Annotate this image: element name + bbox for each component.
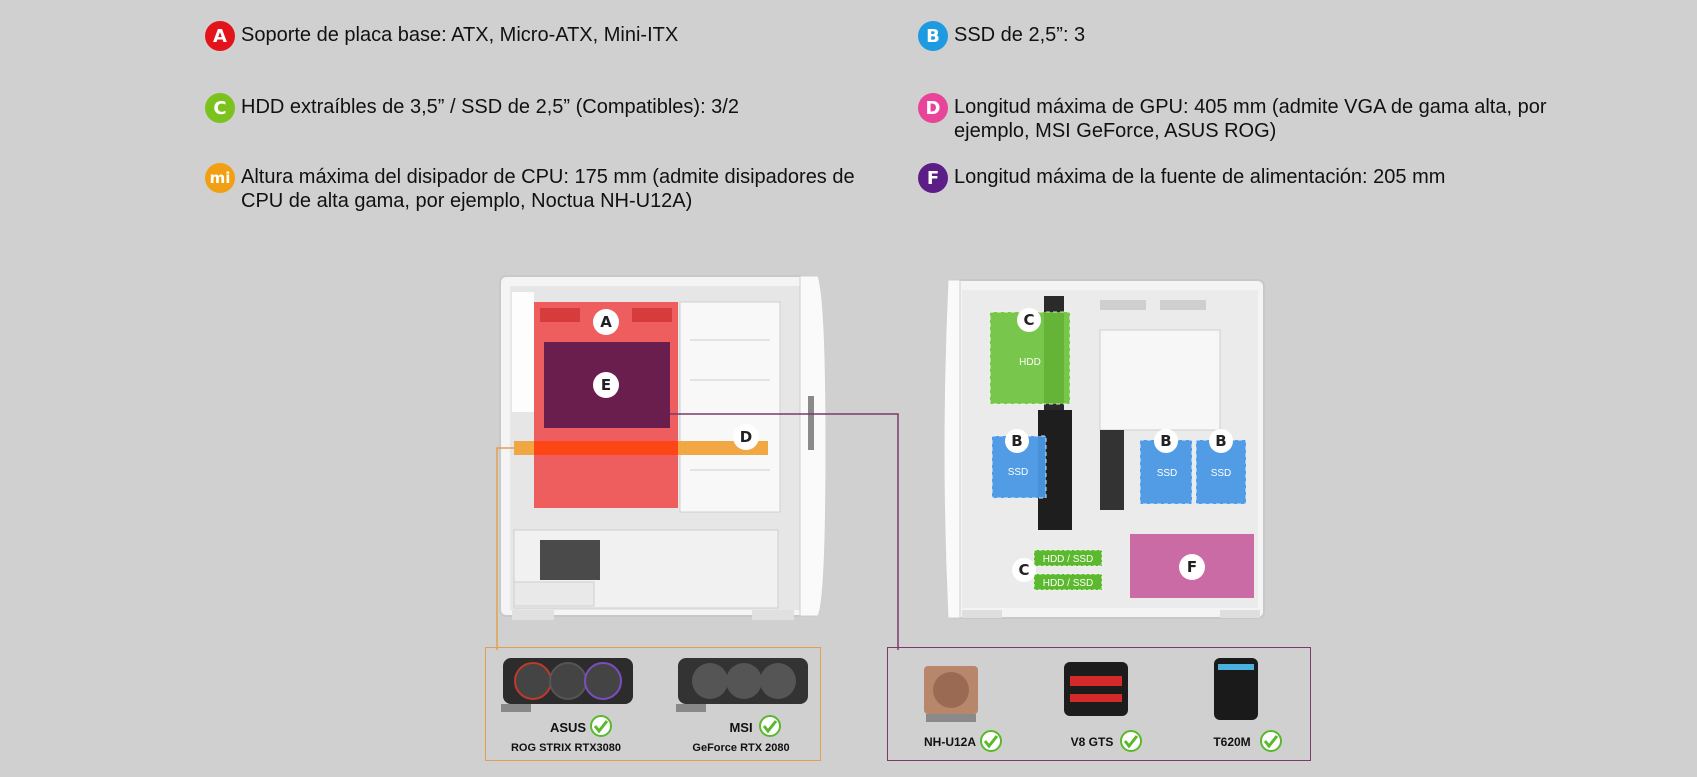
label-a: A [600,313,612,331]
spec-f-text: Longitud máxima de la fuente de alimenta… [954,166,1446,188]
msi-brand: MSI [729,720,753,735]
ssd-label-right: SSD [1211,468,1232,479]
msi-gpu-image [676,658,808,712]
msi-model: GeForce RTX 2080 [692,742,790,754]
spec-f: F Longitud máxima de la fuente de alimen… [918,163,1578,193]
badge-b-icon: B [918,21,948,51]
label-b-left: B [1011,432,1022,450]
gpu-compat-box: ASUS ROG STRIX RTX3080 MSI GeForce RTX 2… [485,647,821,761]
spec-e-text: Altura máxima del disipador de CPU: 175 … [241,166,855,212]
spec-c-text: HDD extraíbles de 3,5” / SSD de 2,5” (Co… [241,96,739,118]
spec-b: B SSD de 2,5”: 3 [918,21,1578,51]
spec-e: mi Altura máxima del disipador de CPU: 1… [205,163,885,213]
badge-f-icon: F [918,163,948,193]
spec-a-text: Soporte de placa base: ATX, Micro-ATX, M… [241,24,679,46]
spec-d: D Longitud máxima de GPU: 405 mm (admite… [918,93,1578,143]
badge-c-icon: C [205,93,235,123]
hdd-zone-label: HDD [1019,357,1041,368]
ssd-label-middle: SSD [1157,468,1178,479]
v8-gts-name: V8 GTS [1070,735,1114,749]
label-e: E [601,376,611,394]
badge-d-icon: D [918,93,948,123]
spec-c: C HDD extraíbles de 3,5” / SSD de 2,5” (… [205,93,885,123]
asus-brand: ASUS [549,720,587,735]
hdd-ssd-label-top: HDD / SSD [1043,554,1094,565]
label-f: F [1187,558,1197,576]
label-b-right: B [1215,432,1226,450]
nh-u12a-name: NH-U12A [923,735,976,749]
gpu-connector-line [496,447,514,650]
t620m-image [1214,658,1258,720]
nh-u12a-image [924,666,978,722]
v8-gts-check-icon [1120,730,1142,752]
t620m-name: T620M [1213,735,1251,749]
cooler-connector-line [670,413,899,650]
label-b-middle: B [1160,432,1171,450]
case-right-illustration: C HDD B SSD B SSD B SSD F HDD / SSD HDD … [943,279,1265,619]
asus-check-icon [590,715,612,737]
asus-gpu-image [501,658,633,712]
msi-check-icon [759,715,781,737]
hdd-ssd-label-bottom: HDD / SSD [1043,578,1094,589]
spec-a: A Soporte de placa base: ATX, Micro-ATX,… [205,21,845,51]
cooler-compat-box: NH-U12A V8 GTS T620M [887,647,1311,761]
label-c-bottom: C [1018,561,1029,579]
spec-d-text: Longitud máxima de GPU: 405 mm (admite V… [954,96,1547,142]
ssd-label-left: SSD [1008,467,1029,478]
t620m-check-icon [1260,730,1282,752]
case-left-illustration: A E D [499,275,827,620]
v8-gts-image [1064,662,1128,716]
badge-a-icon: A [205,21,235,51]
nh-u12a-check-icon [980,730,1002,752]
spec-b-text: SSD de 2,5”: 3 [954,24,1086,46]
asus-model: ROG STRIX RTX3080 [510,742,622,754]
badge-e-icon: mi [205,163,235,193]
label-d: D [740,428,752,446]
label-c-top: C [1023,311,1034,329]
